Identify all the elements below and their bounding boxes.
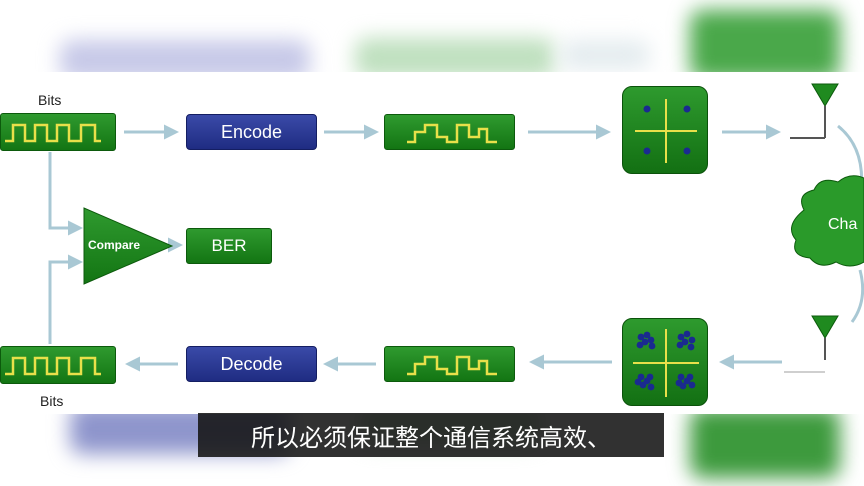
- bits-top-label: Bits: [38, 92, 62, 108]
- ber-block: BER: [186, 228, 272, 264]
- constellation-noisy-icon: [633, 329, 699, 397]
- encoded-wave-icon: [407, 123, 497, 144]
- decode-block: Decode: [186, 346, 317, 382]
- compare-label: Compare: [88, 238, 141, 252]
- encoded-wave-icon-bottom: [407, 355, 497, 376]
- blurred-top-strip: [0, 0, 864, 72]
- bits-waveform-box-top: [0, 113, 116, 151]
- arrow-topbits-to-compare: [48, 152, 83, 236]
- encode-block: Encode: [186, 114, 317, 150]
- subtitle-caption: 所以必须保证整个通信系统高效、: [198, 413, 664, 457]
- square-wave-icon: [5, 123, 101, 143]
- receive-antenna-icon: [784, 315, 839, 373]
- constellation-clean: [622, 86, 708, 174]
- constellation-noisy: [622, 318, 708, 406]
- encoded-waveform-box-bottom: [384, 346, 515, 382]
- arrow-bottombits-to-compare: [48, 254, 83, 344]
- constellation-clean-icon: [635, 99, 697, 163]
- compare-triangle: [83, 207, 174, 285]
- transmit-antenna-icon: [790, 83, 839, 139]
- square-wave-icon-bottom: [5, 356, 101, 376]
- bits-waveform-box-bottom: [0, 346, 116, 384]
- bits-bottom-label: Bits: [40, 393, 64, 409]
- channel-label: Cha: [828, 216, 858, 233]
- channel-cloud-icon: [791, 175, 864, 267]
- encoded-waveform-box-top: [384, 114, 515, 150]
